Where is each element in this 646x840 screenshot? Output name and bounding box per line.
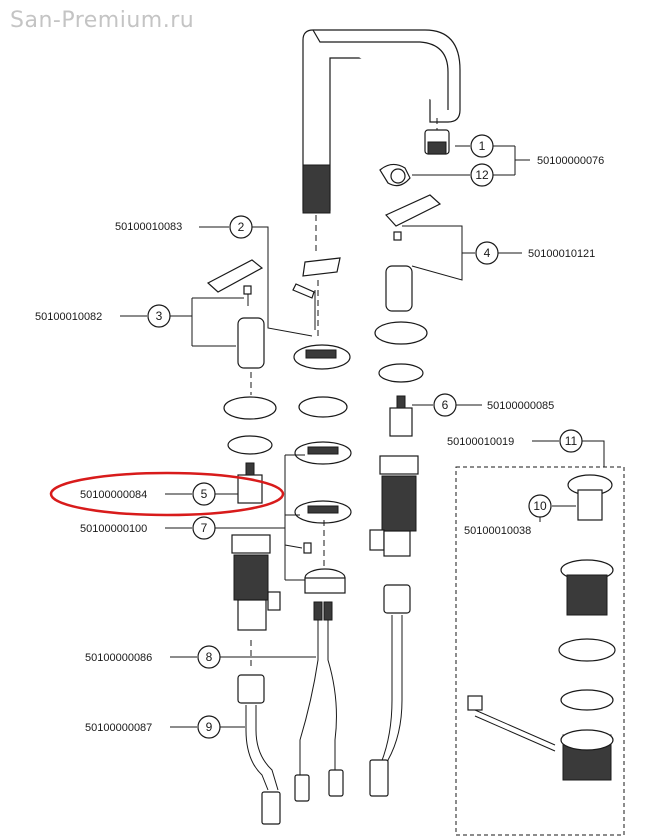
right-valve-assembly <box>369 194 442 797</box>
callout-12[interactable]: 12 <box>412 163 515 187</box>
callout-3[interactable]: 50100010082 3 <box>35 297 244 347</box>
callout-number: 9 <box>206 720 213 734</box>
part-code-7: 50100000100 <box>80 523 147 535</box>
center-assembly <box>292 257 352 802</box>
part-code-10: 50100010038 <box>464 525 531 537</box>
callout-number: 2 <box>238 220 245 234</box>
callout-number: 4 <box>484 246 491 260</box>
callout-number: 12 <box>475 168 489 182</box>
callout-8[interactable]: 50100000086 8 <box>85 645 316 669</box>
part-code-5: 50100000084 <box>80 489 147 501</box>
part-code-3: 50100010082 <box>35 311 102 323</box>
callout-10[interactable]: 10 50100010038 <box>464 494 576 537</box>
callout-number: 7 <box>201 521 208 535</box>
callout-number: 8 <box>206 650 213 664</box>
callout-9[interactable]: 50100000087 9 <box>85 715 245 739</box>
callout-number: 10 <box>533 499 547 513</box>
callout-5[interactable]: 50100000084 5 <box>49 471 285 517</box>
callout-2[interactable]: 50100010083 2 <box>115 215 313 337</box>
part-code-11: 50100010019 <box>447 436 514 448</box>
callout-1[interactable]: 1 <box>455 134 515 158</box>
callout-7[interactable]: 50100000100 7 <box>80 454 305 581</box>
part-code-2: 50100010083 <box>115 221 182 233</box>
part-code-8: 50100000086 <box>85 652 152 664</box>
drain-kit-drawing <box>455 466 625 836</box>
callout-number: 3 <box>156 309 163 323</box>
part-code-9: 50100000087 <box>85 722 152 734</box>
callout-6[interactable]: 6 50100000085 <box>412 393 554 417</box>
callout-4[interactable]: 4 50100010121 <box>402 225 595 281</box>
part-code-1-12: 50100000076 <box>537 155 604 167</box>
callout-number: 11 <box>565 434 578 448</box>
spout-drawing <box>302 29 461 255</box>
part-code-6: 50100000085 <box>487 400 554 412</box>
highlight-ellipse <box>49 471 285 517</box>
left-valve-assembly <box>206 259 281 825</box>
callout-11[interactable]: 50100010019 11 <box>447 429 605 467</box>
callout-number: 6 <box>442 398 449 412</box>
part-code-4: 50100010121 <box>528 248 595 260</box>
callout-number: 5 <box>201 487 208 501</box>
watermark-text: San-Premium.ru <box>10 8 195 33</box>
callout-number: 1 <box>479 139 486 153</box>
